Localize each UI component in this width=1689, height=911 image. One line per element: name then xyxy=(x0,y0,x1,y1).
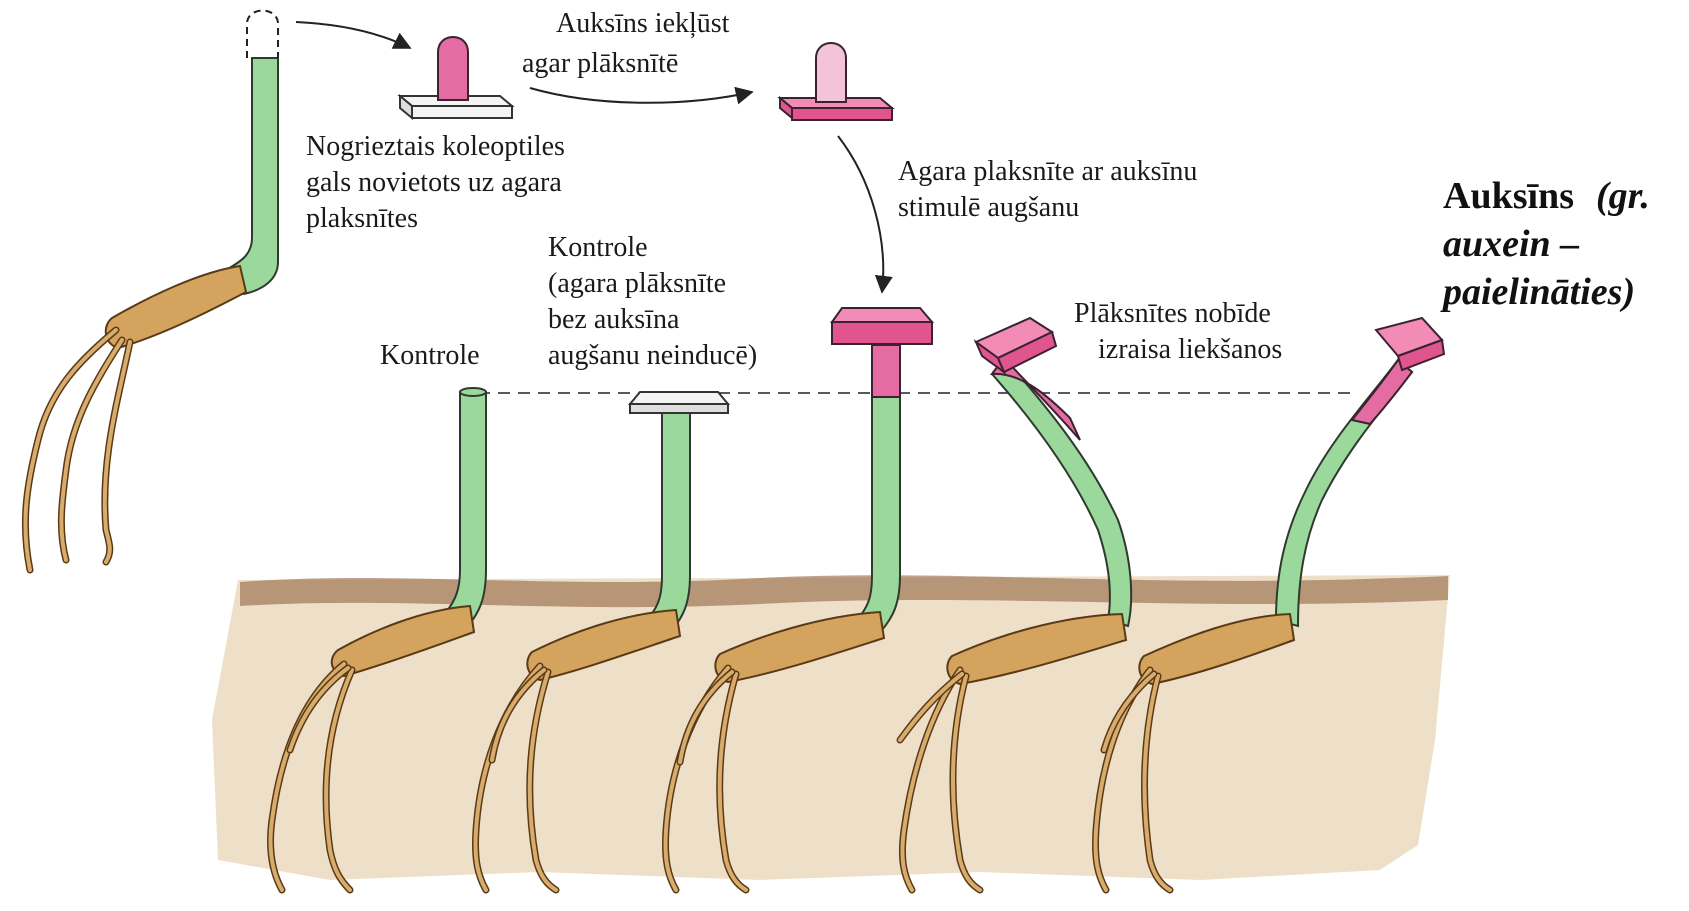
auxin-agar-block xyxy=(780,43,892,120)
cut-coleoptile-plant xyxy=(25,11,278,571)
tip-on-plain-agar xyxy=(400,37,512,118)
title-auxin: Auksīns (gr. auxein – paielināties) xyxy=(1440,175,1654,313)
removed-tip-outline xyxy=(247,11,278,59)
label-stimulates-growth: Agara plaksnīte ar auksīnu stimulē augša… xyxy=(898,156,1204,223)
arrow-to-plain-agar xyxy=(296,22,410,48)
label-control: Kontrole xyxy=(380,340,480,371)
label-control-agar: Kontrole (agara plāksnīte bez auksīna au… xyxy=(548,232,757,371)
label-enters-agar: Auksīns iekļūst agar plāksnītē xyxy=(522,8,736,79)
label-offset-bending: Plāksnītes nobīde izraisa liekšanos xyxy=(1074,298,1282,365)
arrow-to-auxin-agar xyxy=(530,88,752,103)
label-cut-tip: Nogrieztais koleoptiles gals novietots u… xyxy=(306,131,572,234)
arrow-to-stimulation xyxy=(838,136,883,292)
